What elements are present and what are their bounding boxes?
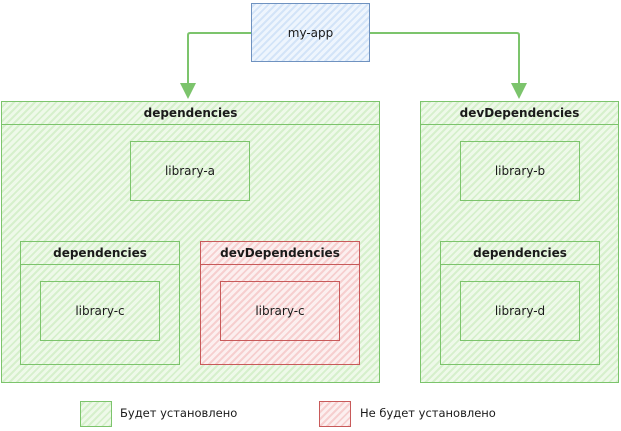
legend-not-installed-swatch — [319, 401, 351, 427]
group-library-a-devdependencies-title: devDependencies — [201, 242, 359, 265]
root-node-label: my-app — [287, 25, 334, 40]
group-library-a-dependencies-title: dependencies — [21, 242, 179, 265]
node-library-c-devdep-label: library-c — [255, 304, 305, 318]
legend-not-installed-label: Не будет установлено — [360, 406, 496, 420]
node-library-d-label: library-d — [494, 304, 546, 318]
legend-installed-swatch — [80, 401, 112, 427]
arrow-root-to-devdependencies — [370, 32, 527, 99]
legend-installed-label: Будет установлено — [120, 406, 238, 420]
node-library-d: library-d — [460, 281, 580, 341]
node-library-c-dep-label: library-c — [75, 304, 125, 318]
node-library-a-label: library-a — [164, 164, 216, 178]
group-dependencies-title: dependencies — [2, 102, 379, 125]
node-library-c-dep: library-c — [40, 281, 160, 341]
arrow-root-to-dependencies — [180, 32, 251, 99]
group-devdependencies-title: devDependencies — [421, 102, 618, 125]
node-library-c-devdep: library-c — [220, 281, 340, 341]
node-library-b-label: library-b — [494, 164, 546, 178]
group-library-b-dependencies-title: dependencies — [441, 242, 599, 265]
node-library-b: library-b — [460, 141, 580, 201]
root-node-my-app: my-app — [251, 3, 370, 62]
node-library-a: library-a — [130, 141, 250, 201]
